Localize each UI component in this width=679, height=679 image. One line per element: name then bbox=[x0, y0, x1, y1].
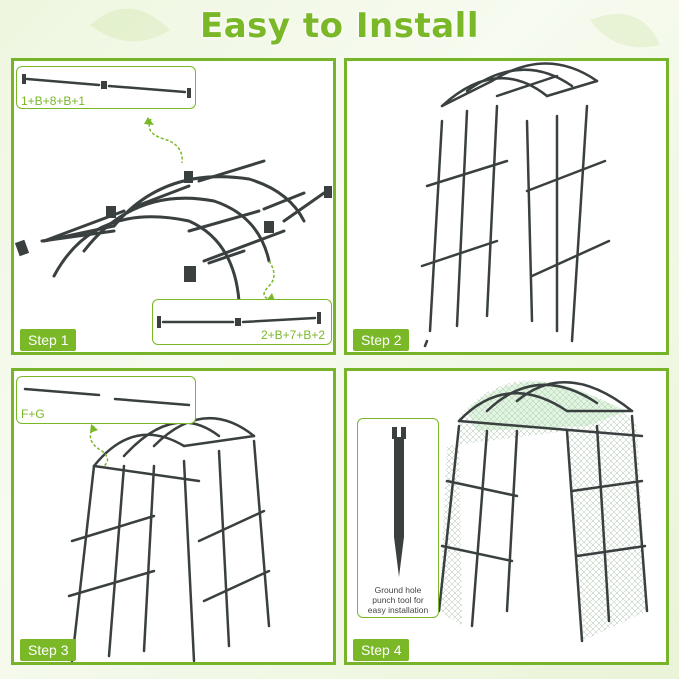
tool-caption-line-3: easy installation bbox=[367, 605, 429, 615]
tool-caption-line-1: Ground hole bbox=[374, 585, 422, 595]
step-3-panel: F+G Step 3 bbox=[11, 368, 336, 665]
step-1-panel: 1+B+8+B+1 2+B+7+B+2 Step 1 bbox=[11, 58, 336, 355]
step-1-callout-bottom-label: 2+B+7+B+2 bbox=[260, 328, 325, 342]
ground-hole-punch-tool-box: Ground hole punch tool for easy installa… bbox=[357, 418, 439, 618]
step-1-illustration bbox=[14, 117, 332, 303]
step-3-tag: Step 3 bbox=[20, 639, 77, 661]
step-3-illustration bbox=[67, 417, 271, 663]
step-1-callout-top-label: 1+B+8+B+1 bbox=[21, 94, 86, 108]
tool-caption-line-2: punch tool for bbox=[372, 595, 424, 605]
pole-segments-diagram bbox=[157, 312, 321, 328]
pole-segments-diagram bbox=[23, 387, 191, 407]
step-3-callout: F+G bbox=[16, 376, 196, 424]
ground-stake-icon bbox=[392, 427, 406, 577]
step-2-illustration bbox=[420, 62, 611, 348]
pole-segments-diagram bbox=[22, 74, 191, 98]
step-3-callout-label: F+G bbox=[21, 407, 45, 421]
page-title: Easy to Install bbox=[200, 6, 479, 46]
step-1-tag: Step 1 bbox=[20, 329, 77, 351]
step-2-panel: Step 2 bbox=[344, 58, 669, 355]
step-4-panel: Ground hole punch tool for easy installa… bbox=[344, 368, 669, 665]
step-4-tag: Step 4 bbox=[353, 639, 410, 661]
step-4-illustration bbox=[437, 380, 649, 643]
step-2-tag: Step 2 bbox=[353, 329, 410, 351]
step-1-callout-top: 1+B+8+B+1 bbox=[16, 66, 196, 109]
step-1-callout-bottom: 2+B+7+B+2 bbox=[152, 299, 332, 345]
